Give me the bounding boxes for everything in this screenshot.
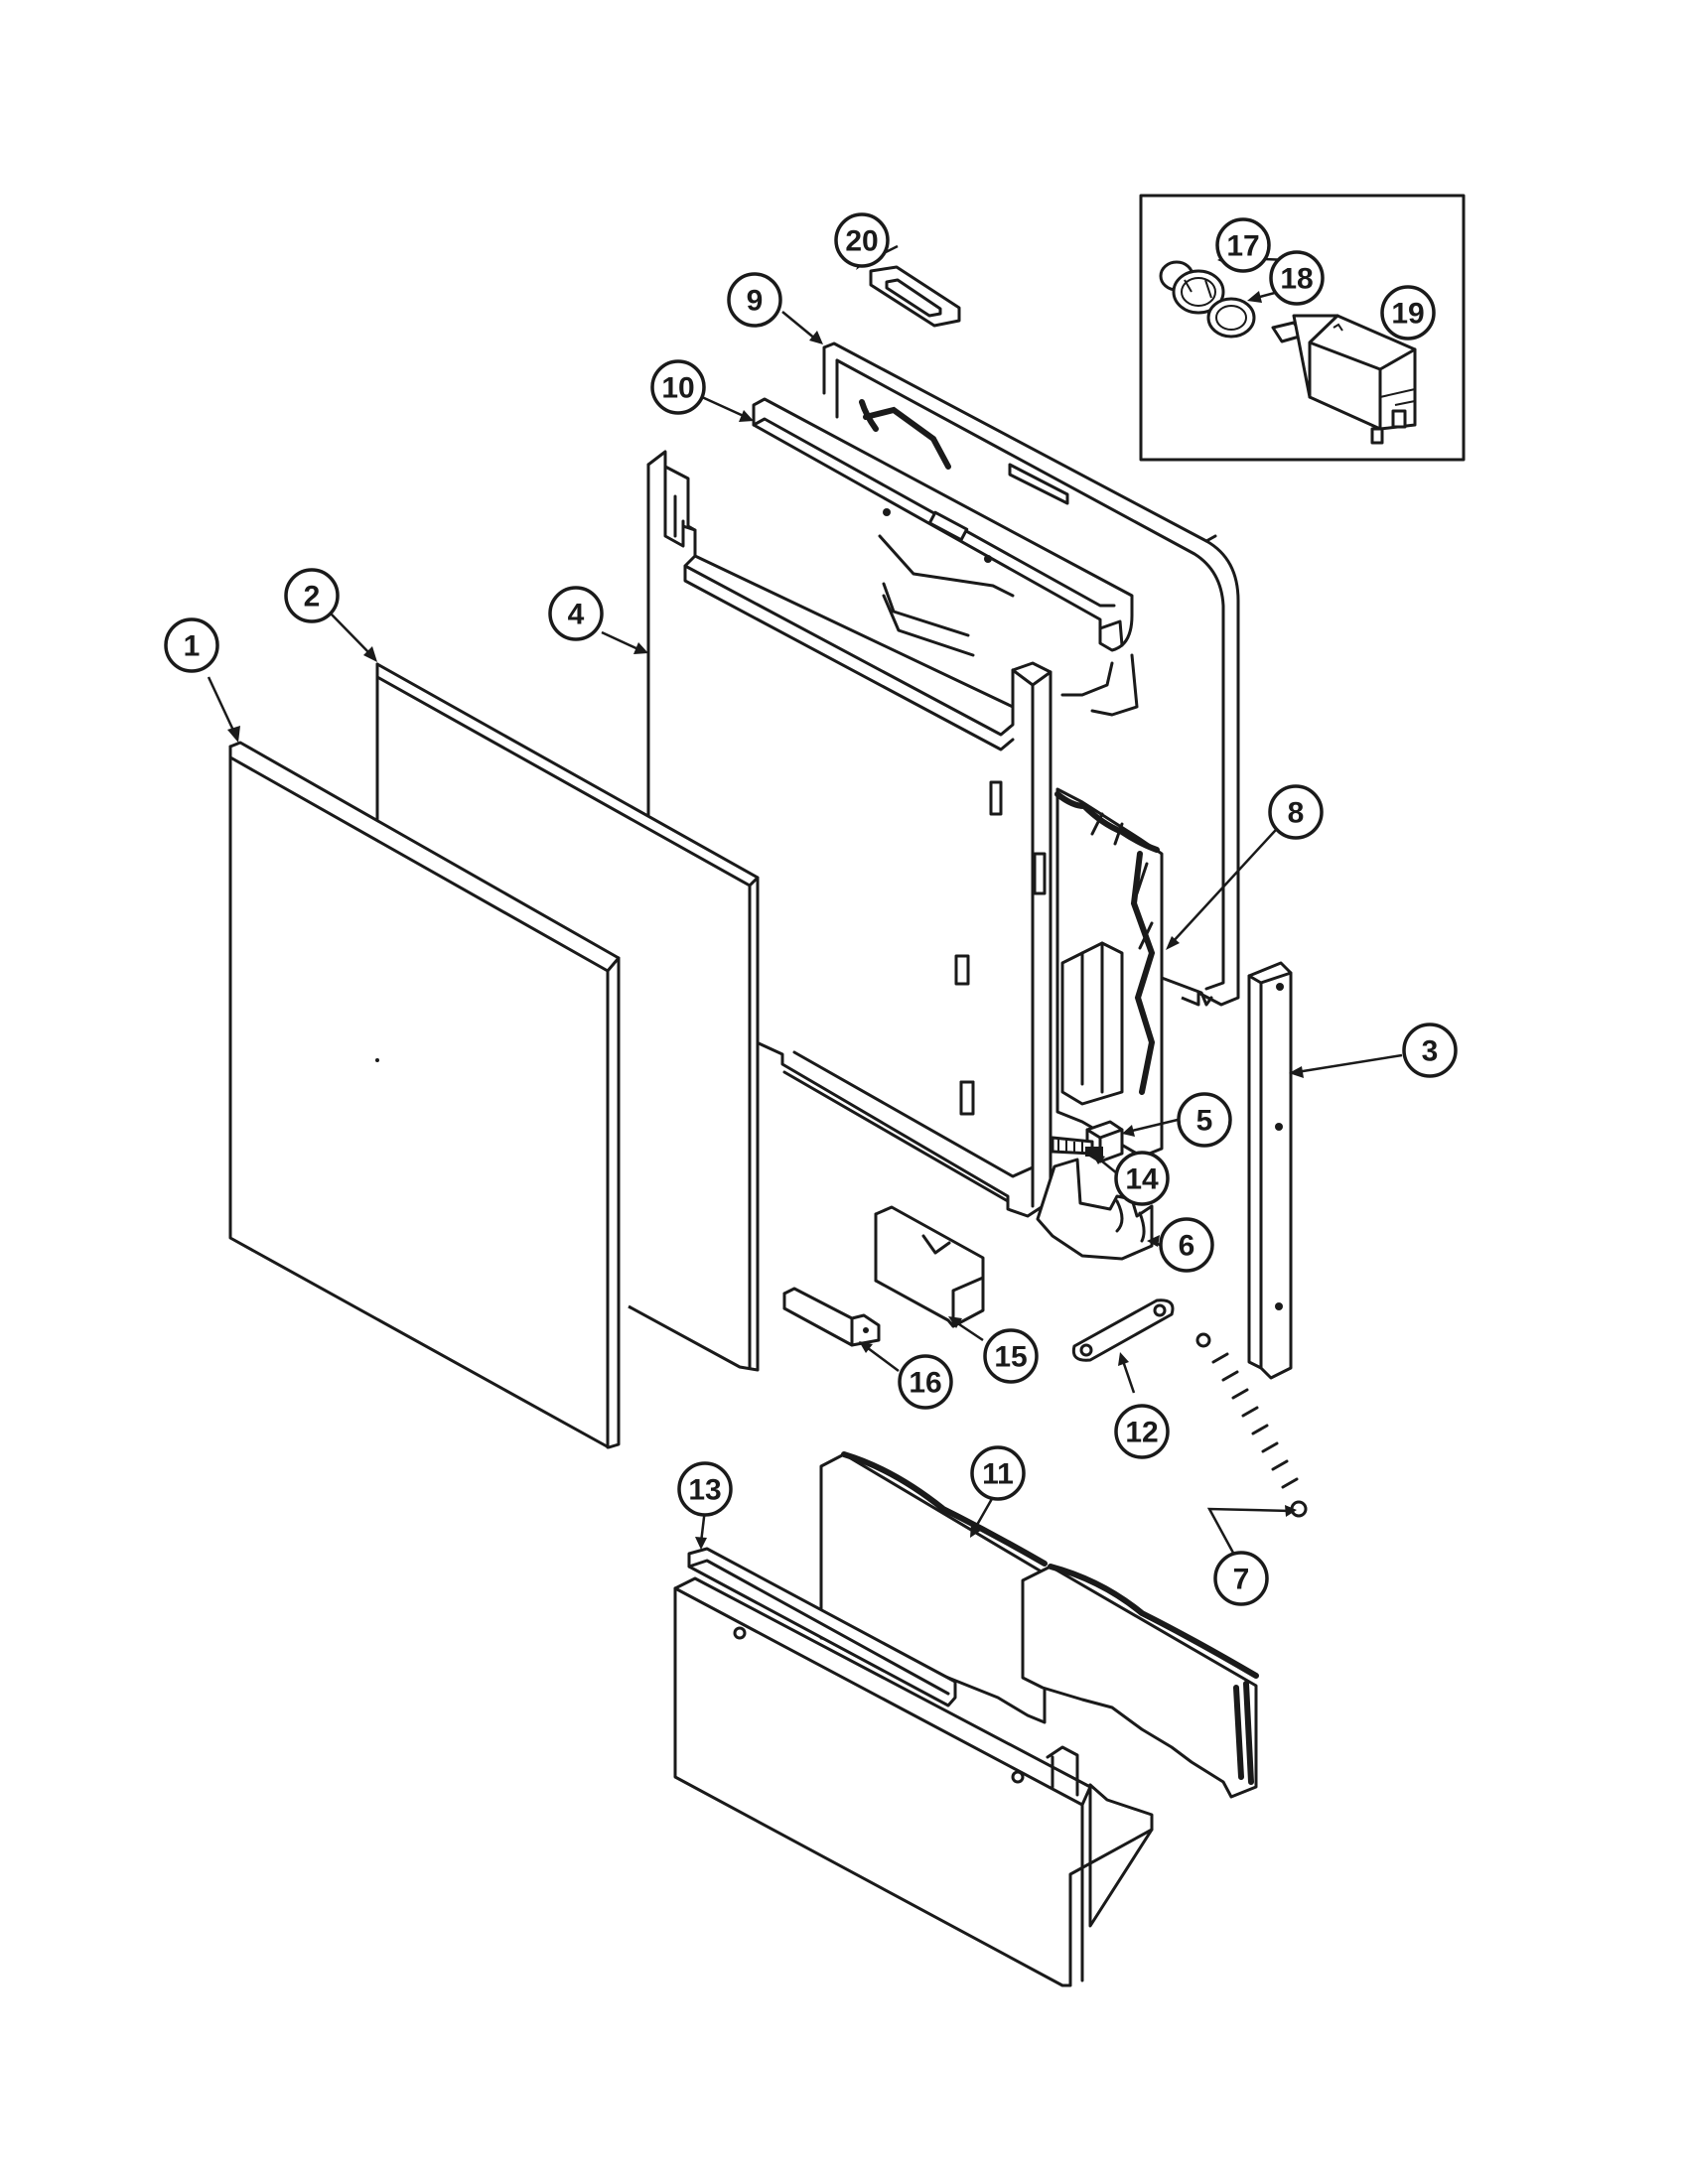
svg-text:2: 2 xyxy=(304,581,321,614)
svg-text:8: 8 xyxy=(1288,797,1305,830)
svg-text:15: 15 xyxy=(994,1341,1027,1374)
part-18-ring xyxy=(1206,297,1256,339)
inset-box xyxy=(1139,194,1466,462)
part-10-top-bracket xyxy=(752,397,1139,717)
svg-text:19: 19 xyxy=(1391,298,1424,331)
callout-6: 6 xyxy=(1159,1217,1214,1273)
kick-panel xyxy=(673,1576,1154,1987)
part-19-switch xyxy=(1271,314,1417,445)
callout-1: 1 xyxy=(164,617,219,673)
part-15-plate xyxy=(874,1205,985,1328)
callout-3: 3 xyxy=(1402,1023,1458,1078)
svg-text:1: 1 xyxy=(184,630,201,663)
part-16-small-bracket xyxy=(782,1287,881,1347)
callout-7: 7 xyxy=(1213,1551,1269,1606)
svg-text:20: 20 xyxy=(845,225,878,258)
callout-4: 4 xyxy=(548,586,604,641)
callout-9: 9 xyxy=(727,272,782,328)
callout-12: 12 xyxy=(1114,1404,1170,1459)
callout-2: 2 xyxy=(284,568,340,623)
svg-text:11: 11 xyxy=(982,1458,1014,1491)
callout-16: 16 xyxy=(898,1354,953,1410)
svg-text:13: 13 xyxy=(688,1474,721,1507)
svg-text:16: 16 xyxy=(909,1367,941,1400)
svg-text:5: 5 xyxy=(1196,1105,1213,1138)
svg-text:10: 10 xyxy=(661,372,694,405)
part-11-insulation-blanket xyxy=(819,1451,1259,1799)
part-3-side-strip xyxy=(1247,961,1293,1380)
svg-text:12: 12 xyxy=(1125,1417,1158,1449)
part-13-trim-channel xyxy=(687,1547,957,1707)
callout-18: 18 xyxy=(1269,250,1325,306)
svg-text:14: 14 xyxy=(1125,1163,1159,1196)
part-8-insulation xyxy=(1054,787,1164,1159)
part-12-link xyxy=(1071,1298,1175,1362)
part-1-front-panel xyxy=(228,741,621,1449)
svg-text:4: 4 xyxy=(568,599,585,631)
callout-5: 5 xyxy=(1177,1092,1232,1148)
callout-10: 10 xyxy=(650,359,706,415)
callout-15: 15 xyxy=(983,1328,1039,1384)
part-6-hinge-bracket xyxy=(1036,1158,1154,1261)
svg-text:17: 17 xyxy=(1226,230,1259,263)
svg-text:9: 9 xyxy=(747,285,764,318)
svg-text:18: 18 xyxy=(1280,263,1313,296)
part-20-trim xyxy=(869,265,961,328)
callout-14: 14 xyxy=(1114,1151,1170,1206)
svg-text:3: 3 xyxy=(1422,1035,1439,1068)
callout-11: 11 xyxy=(970,1445,1026,1501)
callout-17: 17 xyxy=(1215,217,1271,273)
callout-20: 20 xyxy=(834,212,890,268)
svg-text:7: 7 xyxy=(1233,1564,1250,1596)
part-17-knob xyxy=(1159,260,1225,315)
callout-8: 8 xyxy=(1268,784,1324,840)
svg-text:6: 6 xyxy=(1179,1230,1195,1263)
callout-13: 13 xyxy=(677,1461,733,1517)
callout-19: 19 xyxy=(1380,285,1436,341)
part-7-spring xyxy=(1195,1332,1308,1518)
